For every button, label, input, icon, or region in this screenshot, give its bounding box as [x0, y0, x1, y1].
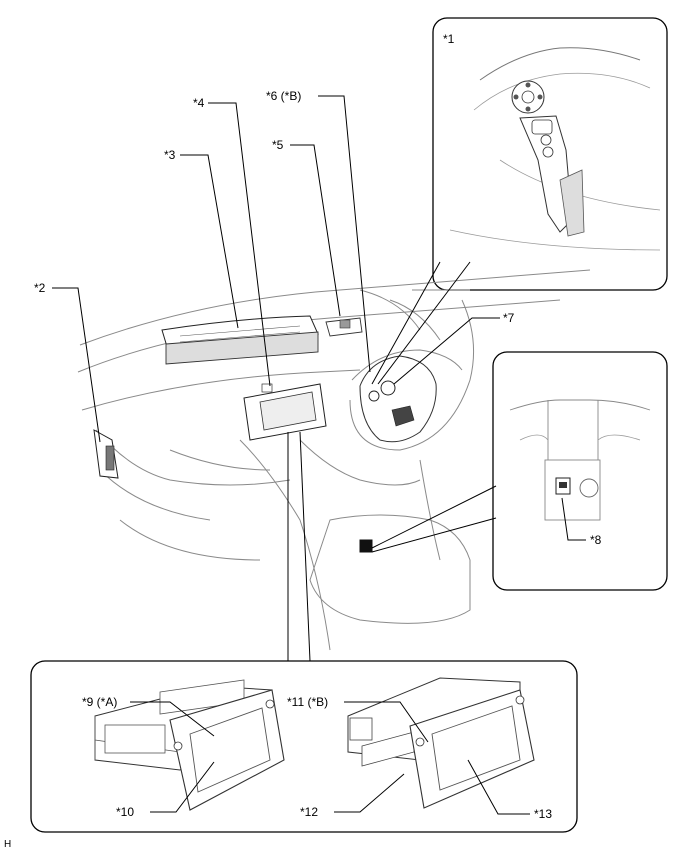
- callout-9: *9 (*A): [82, 695, 117, 709]
- inset-steering-switch: [432, 17, 668, 291]
- callout-4: *4: [193, 96, 205, 110]
- meter-bracket-unit: [325, 317, 363, 337]
- callout-1: *1: [443, 32, 455, 46]
- center-display-unit: [243, 383, 327, 441]
- callout-13: *13: [534, 807, 552, 821]
- corner-mark: H: [4, 839, 11, 850]
- leader-lines: [52, 95, 586, 815]
- inset-audio-units: [30, 660, 578, 833]
- callout-7: *7: [503, 311, 515, 325]
- callout-11: *11 (*B): [287, 695, 328, 709]
- inset-console-switch: [492, 351, 668, 591]
- callout-12: *12: [300, 805, 318, 819]
- side-register-unit: [93, 429, 119, 479]
- steering-wheel: [359, 355, 437, 443]
- callout-2: *2: [34, 281, 46, 295]
- dashboard-sketch: [77, 269, 591, 651]
- callout-10: *10: [116, 805, 134, 819]
- callout-8: *8: [590, 533, 602, 547]
- callout-6: *6 (*B): [266, 89, 301, 103]
- combination-meter: [161, 315, 319, 365]
- callout-3: *3: [164, 148, 176, 162]
- callout-5: *5: [272, 138, 284, 152]
